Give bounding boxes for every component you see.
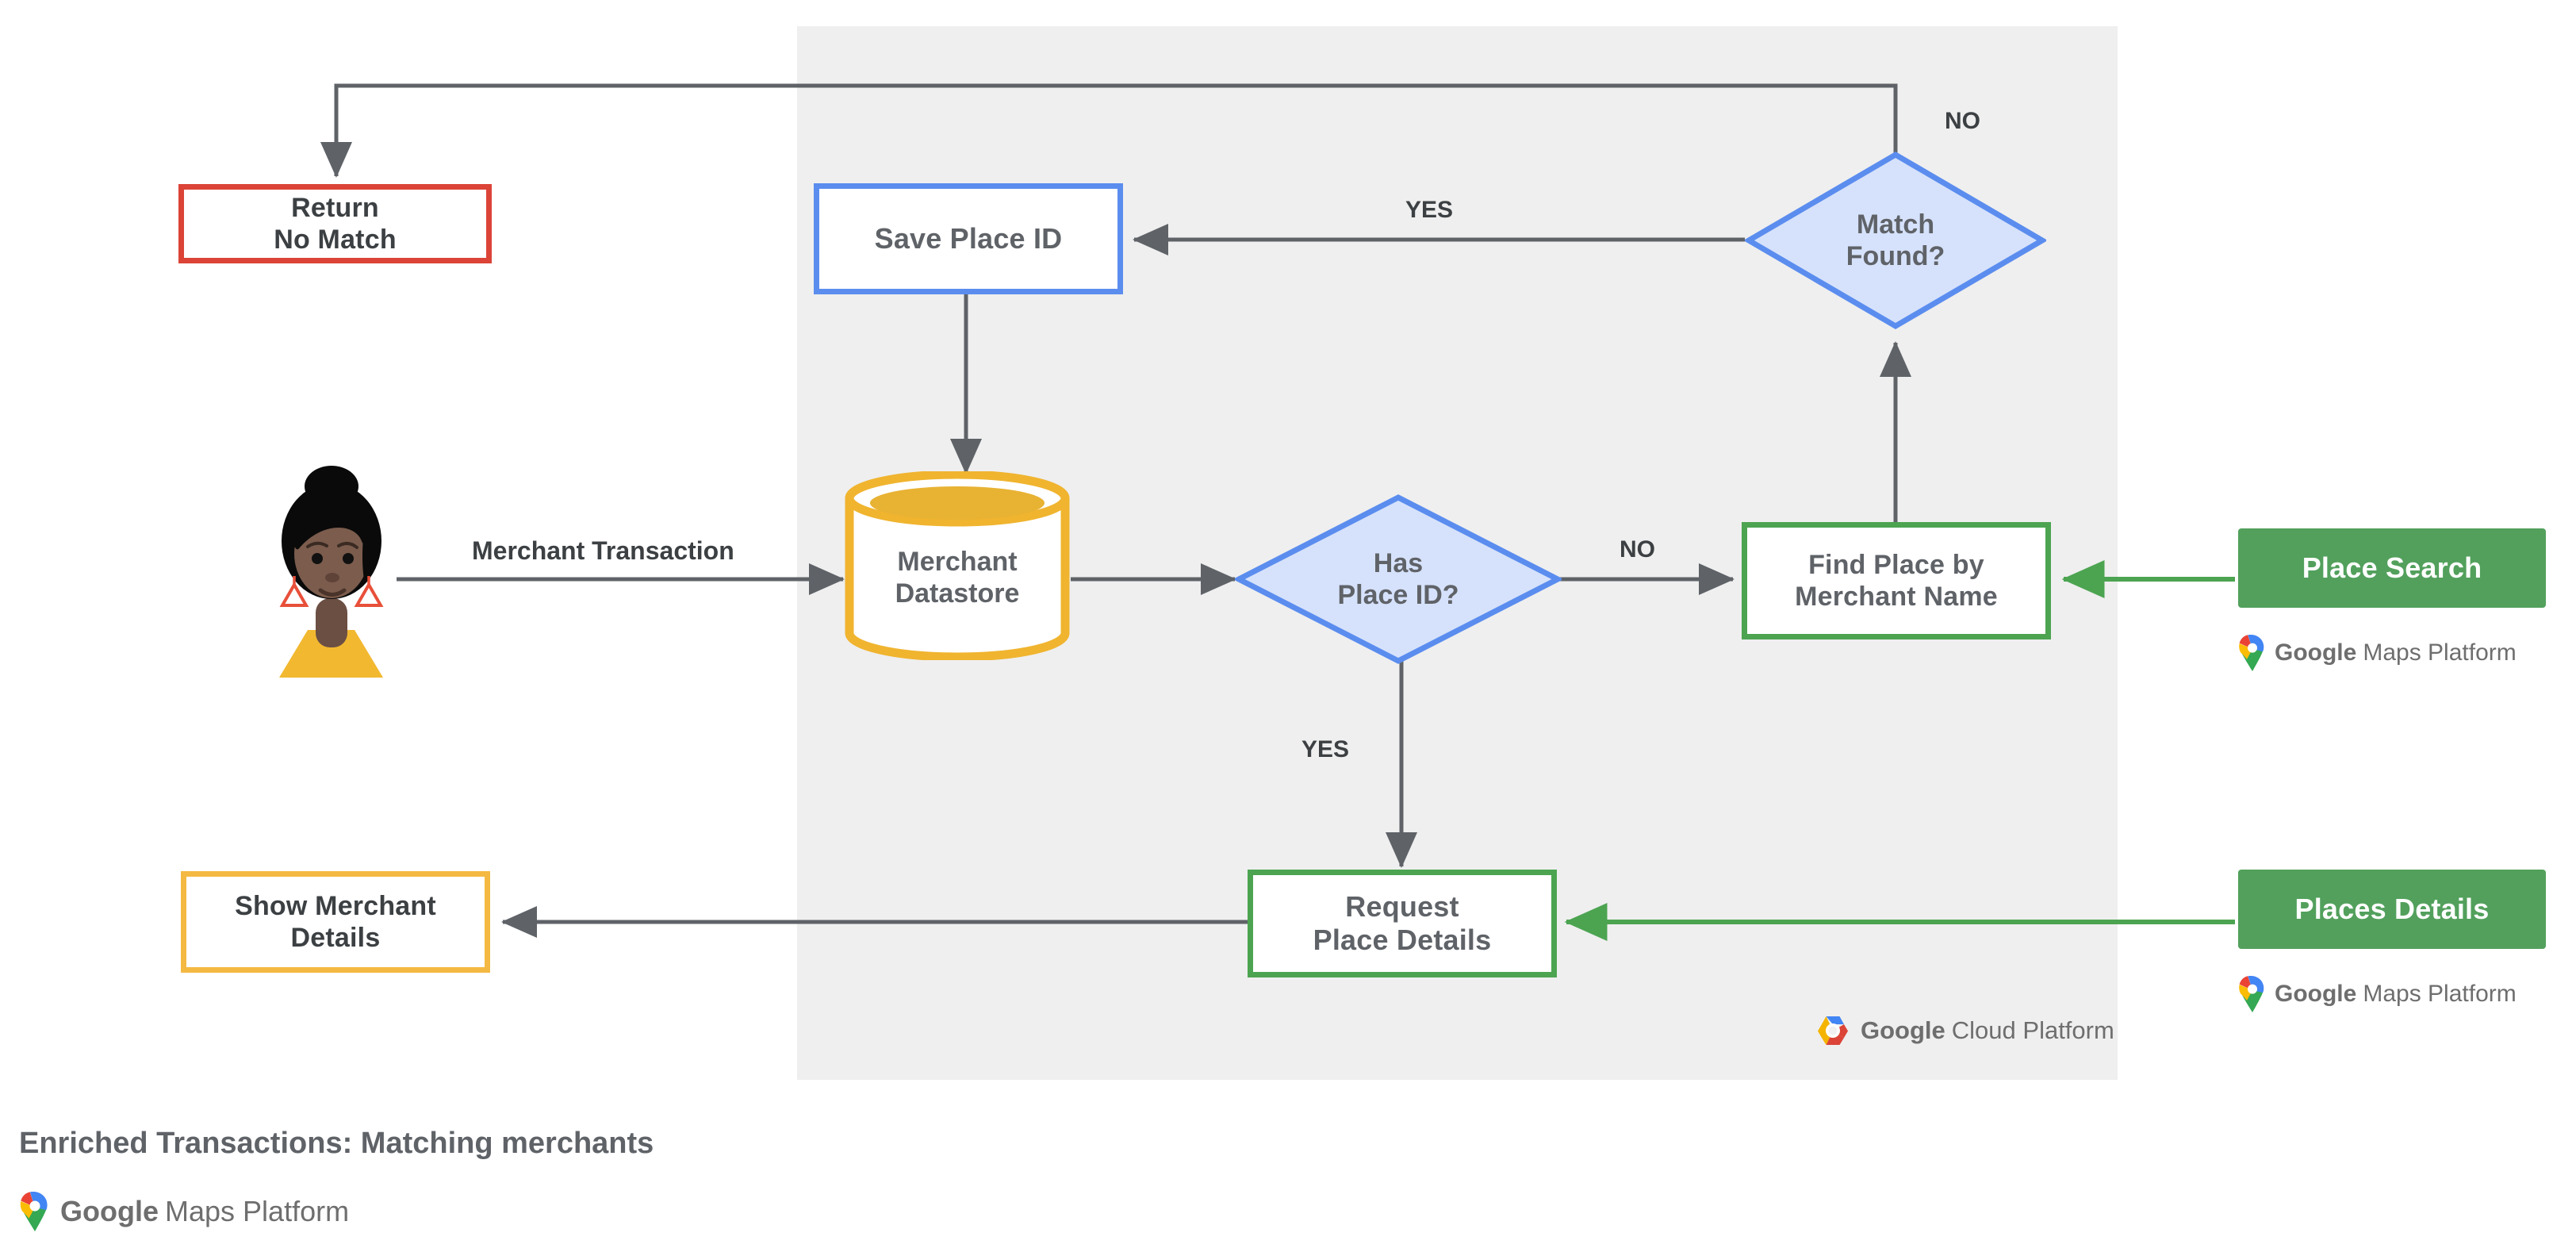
node-return-no-match-label: Return No Match [274, 192, 397, 255]
node-places-details[interactable]: Places Details [2238, 870, 2546, 949]
node-match-found-label: Match Found? [1846, 209, 1945, 271]
brand-product-word: Cloud Platform [1951, 1016, 2114, 1044]
google-maps-pin-icon [2239, 635, 2264, 671]
node-save-place-id[interactable]: Save Place ID [814, 183, 1123, 294]
google-cloud-hexagon-icon [1818, 1016, 1848, 1045]
brand-maps-platform-places-details: Google Maps Platform [2238, 976, 2517, 1012]
brand-product-word: Maps Platform [2363, 639, 2517, 666]
brand-cloud-platform: Google Cloud Platform [1815, 1014, 2114, 1047]
edge-label-has-place-id-yes: YES [1301, 736, 1350, 762]
avatar-illustration [279, 466, 384, 678]
google-maps-pin-icon [20, 1192, 48, 1231]
node-place-search-label: Place Search [2302, 551, 2482, 584]
brand-maps-platform-footer: Google Maps Platform [19, 1192, 349, 1231]
node-has-place-id-label: Has Place ID? [1337, 547, 1459, 610]
node-merchant-datastore[interactable]: Merchant Datastore [843, 471, 1071, 660]
node-request-place-details[interactable]: Request Place Details [1248, 870, 1557, 977]
node-match-found[interactable]: Match Found? [1745, 151, 2046, 330]
node-show-merchant-details[interactable]: Show Merchant Details [181, 871, 490, 973]
brand-wordmark: Google Cloud Platform [1861, 1016, 2114, 1045]
node-place-search[interactable]: Place Search [2238, 528, 2546, 608]
node-find-place-by-merchant-name-label: Find Place by Merchant Name [1795, 549, 1998, 612]
brand-wordmark: Google Maps Platform [60, 1195, 349, 1228]
brand-google-word: Google [2275, 981, 2357, 1007]
google-maps-pin-icon [2239, 976, 2264, 1012]
edge-label-merchant-transaction: Merchant Transaction [472, 536, 734, 565]
node-merchant-datastore-label: Merchant Datastore [895, 546, 1020, 609]
node-show-merchant-details-label: Show Merchant Details [235, 890, 436, 953]
brand-maps-platform-place-search: Google Maps Platform [2238, 635, 2517, 671]
brand-google-word: Google [1861, 1016, 1945, 1044]
edge-label-match-found-no: NO [1945, 108, 1980, 134]
node-save-place-id-label: Save Place ID [874, 221, 1063, 255]
node-has-place-id[interactable]: Has Place ID? [1235, 494, 1562, 665]
node-return-no-match[interactable]: Return No Match [178, 184, 492, 263]
brand-google-word: Google [2275, 639, 2357, 666]
edge-label-match-found-yes: YES [1405, 197, 1454, 223]
brand-wordmark: Google Maps Platform [2275, 981, 2517, 1008]
brand-google-word: Google [60, 1195, 159, 1227]
diagram-title: Enriched Transactions: Matching merchant… [19, 1127, 654, 1160]
cylinder-shape [845, 471, 1070, 660]
customer-avatar [262, 465, 401, 679]
diamond-shape [1745, 151, 2046, 330]
brand-wordmark: Google Maps Platform [2275, 639, 2517, 666]
brand-product-word: Maps Platform [2363, 981, 2517, 1007]
diamond-shape [1235, 494, 1562, 664]
node-request-place-details-label: Request Place Details [1313, 889, 1492, 956]
node-find-place-by-merchant-name[interactable]: Find Place by Merchant Name [1742, 522, 2051, 639]
node-places-details-label: Places Details [2294, 892, 2490, 925]
brand-product-word: Maps Platform [165, 1195, 350, 1227]
edge-label-has-place-id-no: NO [1620, 536, 1655, 563]
